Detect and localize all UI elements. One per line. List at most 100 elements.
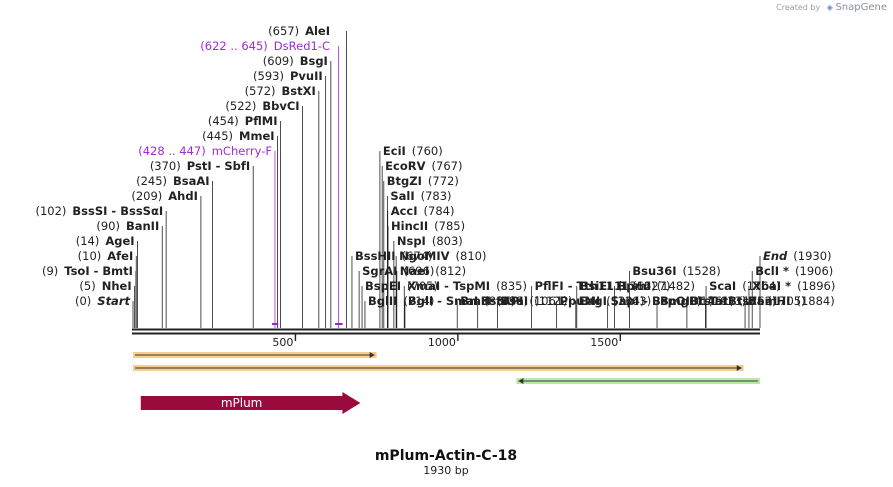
site-label-banii-name: BanII: [126, 219, 159, 233]
site-label-nhei[interactable]: (5)NheI: [79, 279, 131, 293]
site-label-agei-position: (14): [76, 234, 100, 248]
site-label-acci-name: AccI: [391, 204, 418, 218]
site-label-btgzi-name: BtgZI: [387, 174, 422, 188]
site-label-bmgbi[interactable]: BmgBI(1613): [660, 294, 746, 308]
site-label-pflmi[interactable]: (454)PflMI: [208, 114, 278, 128]
site-label-pvuii-name: PvuII: [290, 69, 323, 83]
site-label-hincii[interactable]: HincII(785): [391, 219, 465, 233]
site-label-pflfi-tth111i[interactable]: PflFI - Tth111I(1227): [535, 279, 671, 293]
site-label-psti-sbfi[interactable]: (370)PstI - SbfI: [150, 159, 250, 173]
feature-mplum[interactable]: mPlum: [140, 392, 361, 414]
site-label-ngomiv-position: (810): [456, 249, 487, 263]
primer-binding-marks: [272, 323, 343, 325]
site-label-sali[interactable]: SalI(783): [390, 189, 451, 203]
site-label-pflmi-name: PflMI: [245, 114, 278, 128]
site-label-bamhi[interactable]: BamHI(1884): [748, 294, 835, 308]
site-label-bsiei[interactable]: BsiEI(1366): [580, 279, 656, 293]
site-label-naei[interactable]: NaeI(812): [400, 264, 466, 278]
site-label-start-name: Start: [97, 294, 130, 308]
site-label-ppumi-name: PpuMI: [560, 294, 601, 308]
site-label-tsoi-bmti[interactable]: (9) TsoI - BmtI: [42, 264, 133, 278]
feature-label-dsred1-c-name: DsRed1-C: [274, 39, 330, 53]
site-label-bmri[interactable]: BmrI(998): [460, 294, 528, 308]
site-label-ecorv[interactable]: EcoRV(767): [385, 159, 462, 173]
site-label-bsaai-position: (245): [136, 174, 167, 188]
site-label-bbvci[interactable]: (522)BbvCI: [225, 99, 299, 113]
site-label-bglii-name: BglII: [368, 294, 398, 308]
site-label-bstapi[interactable]: BstAPI(1061): [481, 294, 568, 308]
site-label-end[interactable]: End(1930): [763, 249, 832, 263]
site-label-bglii-position: (714): [403, 294, 434, 308]
site-label-ahdi-name: AhdI: [168, 189, 198, 203]
site-label-sapi-bspqi[interactable]: SapI - BspQI(1461): [611, 294, 734, 308]
site-label-bsai-name: BsaI: [501, 294, 529, 308]
site-label-btsi-bts-i-name: BtsI - BtsαI: [690, 294, 761, 308]
site-label-pflfi-tth111i-position: (1227): [632, 279, 670, 293]
site-label-nspi-name: NspI: [397, 234, 426, 248]
site-label-scai[interactable]: ScaI(1764): [709, 279, 780, 293]
feature-label-mplum: mPlum: [221, 396, 263, 410]
site-label-bsssi-bsss-i[interactable]: (102)BssSI - BssSαI: [35, 204, 163, 218]
site-label-bstxi-position: (572): [245, 84, 276, 98]
site-label-tsoi-bmti-position: (9): [42, 264, 58, 278]
site-label-sgrai[interactable]: SgrAI(696): [362, 264, 434, 278]
site-label-bsai[interactable]: BsaI(1122): [501, 294, 573, 308]
site-label-bsshii[interactable]: BssHII(674): [355, 249, 433, 263]
site-label-bsu36i[interactable]: Bsu36I(1528): [632, 264, 720, 278]
site-label-bspei[interactable]: BspEI(705): [365, 279, 438, 293]
orf-bar-1[interactable]: [133, 352, 377, 358]
site-label-sapi-bspqi-name: SapI - BspQI: [611, 294, 690, 308]
site-label-ppumi[interactable]: PpuMI(1304): [560, 294, 645, 308]
site-label-ahdi[interactable]: (209)AhdI: [131, 189, 198, 203]
primer-mark-dsred1-c: [335, 323, 343, 325]
site-label-xmai-tspmi-position: (835): [496, 279, 527, 293]
site-label-btsi-bts-i[interactable]: BtsI - BtsαI(1705): [690, 294, 806, 308]
site-label-tati-position: (1762): [738, 294, 776, 308]
site-label-acci-position: (784): [424, 204, 455, 218]
feature-label-dsred1-c[interactable]: (622 .. 645) DsRed1-C: [200, 39, 330, 53]
site-label-bsssi-bsss-i-name: BssSI - BssSαI: [72, 204, 163, 218]
site-label-bstxi[interactable]: (572) BstXI: [245, 84, 316, 98]
site-label-banii[interactable]: (90)BanII: [96, 219, 159, 233]
site-label-afei[interactable]: (10)AfeI: [78, 249, 134, 263]
site-label-nspi[interactable]: NspI(803): [397, 234, 463, 248]
site-label-bsgi[interactable]: (609)BsgI: [263, 54, 328, 68]
site-label-ecii[interactable]: EciI(760): [383, 144, 443, 158]
site-label-tati[interactable]: TatI (1762): [708, 294, 776, 308]
site-label-ngomiv[interactable]: NgoMIV(810): [399, 249, 486, 263]
site-label-btgzi[interactable]: BtgZI(772): [387, 174, 459, 188]
site-label-bpmi-name: BpmI: [617, 279, 650, 293]
site-label-ecii-position: (760): [412, 144, 443, 158]
site-label-tati-name: TatI: [708, 294, 732, 308]
site-label-xbai-name: XbaI *: [752, 279, 791, 293]
site-label-mmei[interactable]: (445)MmeI: [202, 129, 274, 143]
map-length: 1930 bp: [423, 464, 468, 477]
site-label-pvuii[interactable]: (593)PvuII: [253, 69, 323, 83]
credit-prefix: Created by: [776, 3, 820, 12]
site-label-bgli-smai[interactable]: BglI - SmaI(837): [408, 294, 515, 308]
site-label-bstxi-name: BstXI: [282, 84, 316, 98]
orf-bars: [133, 352, 760, 384]
site-label-bcli[interactable]: BclI *(1906): [755, 264, 833, 278]
orf-bar-3[interactable]: [516, 378, 760, 384]
site-label-agei[interactable]: (14)AgeI: [76, 234, 135, 248]
site-label-hincii-position: (785): [434, 219, 465, 233]
feature-label-mcherry-f[interactable]: (428 .. 447)mCherry-F: [138, 144, 272, 158]
site-label-acci[interactable]: AccI (784): [391, 204, 455, 218]
site-label-bglii[interactable]: BglII (714): [368, 294, 434, 308]
site-label-bpmi[interactable]: BpmI(1482): [617, 279, 695, 293]
feature-label-dsred1-c-position: (622 .. 645): [200, 39, 268, 53]
site-label-bstapi-position: (1061): [529, 294, 567, 308]
site-label-bsaai[interactable]: (245)BsaAI: [136, 174, 210, 188]
site-label-xbai[interactable]: XbaI *(1896): [752, 279, 835, 293]
site-label-sali-name: SalI: [390, 189, 414, 203]
site-label-tsoi-bmti-name: TsoI - BmtI: [64, 264, 133, 278]
site-label-eagi[interactable]: EagI(1363): [579, 294, 651, 308]
orf-bar-2[interactable]: [133, 365, 744, 371]
sequence-backbone: [132, 328, 760, 335]
site-label-bmgbi-name: BmgBI: [660, 294, 702, 308]
site-label-bamhi-name: BamHI: [748, 294, 790, 308]
site-label-xmai-tspmi[interactable]: XmaI - TspMI(835): [407, 279, 527, 293]
site-label-start[interactable]: (0)Start: [75, 294, 131, 308]
site-label-alei[interactable]: (657)AleI: [268, 24, 330, 38]
